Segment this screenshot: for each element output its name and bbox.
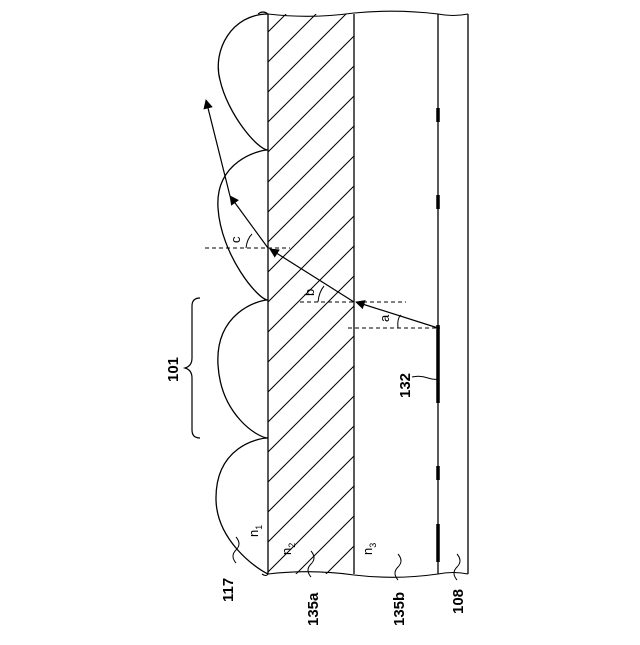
lens-unit-bracket	[185, 298, 200, 438]
angle-label-a: a	[377, 314, 392, 322]
index-label-n3: n3	[360, 543, 378, 555]
label-lens-unit: 101	[165, 357, 182, 382]
leader-emitter	[412, 376, 438, 379]
ray-segment-4	[206, 100, 230, 196]
angle-arc-a	[398, 315, 401, 328]
leader-layer-b	[395, 554, 401, 580]
angle-label-b: b	[302, 289, 317, 296]
index-label-n1: n1	[246, 525, 264, 537]
label-lens-array: 117	[220, 578, 237, 602]
top-break-edge	[258, 11, 468, 16]
label-emitter: 132	[397, 373, 414, 398]
lens-array-profile	[216, 14, 268, 574]
ray-segment-1	[356, 302, 438, 328]
label-layer-a: 135a	[305, 592, 322, 626]
leader-substrate	[454, 554, 460, 580]
angle-label-c: c	[228, 236, 243, 243]
bottom-break-edge	[262, 572, 468, 578]
angle-arc-c	[246, 234, 252, 248]
label-substrate: 108	[450, 589, 467, 614]
label-layer-b: 135b	[391, 592, 408, 626]
